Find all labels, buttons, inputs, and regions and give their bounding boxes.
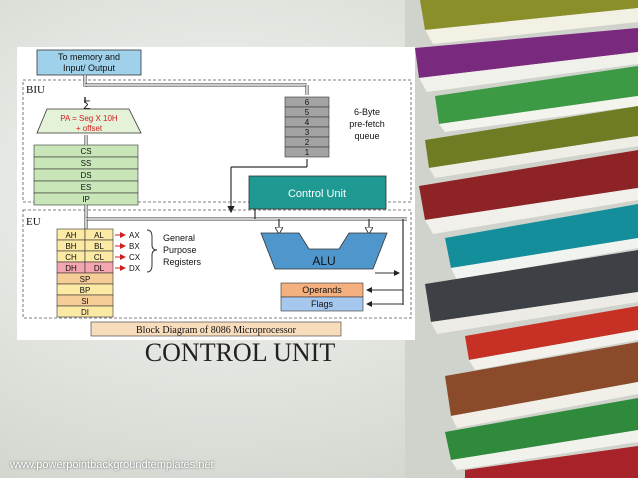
biu-label: BIU (26, 84, 45, 96)
address-adder (36, 108, 142, 134)
memory-io-line1: To memory and (58, 52, 120, 62)
register-di: DI (81, 308, 89, 317)
gp-label-line1: General (163, 233, 195, 243)
block-diagram: To memory and Input/ Output BIU Σ PA = S… (17, 47, 415, 340)
flags-label: Flags (311, 299, 334, 309)
gp-label-line3: Registers (163, 257, 202, 267)
register-ch: CH (65, 253, 77, 262)
register-sp: SP (80, 275, 91, 284)
control-unit-label: Control Unit (288, 188, 346, 200)
adder-offset: + offset (76, 124, 103, 133)
register-bh: BH (65, 242, 76, 251)
queue-cell-3: 3 (305, 128, 310, 137)
alu-label: ALU (312, 254, 335, 268)
register-si: SI (81, 297, 89, 306)
book-stack-image (405, 0, 638, 478)
slide-title: CONTROL UNIT (144, 338, 336, 367)
gp-label-line2: Purpose (163, 245, 197, 255)
footer-url: www.powerpointbackgroundtemplates.net (10, 459, 214, 471)
queue-label-line2: pre-fetch (349, 119, 385, 129)
register-cs-label: CS (80, 147, 91, 156)
register-cx: CX (129, 253, 141, 262)
memory-io-line2: Input/ Output (63, 63, 116, 73)
operands-label: Operands (302, 285, 342, 295)
register-bx: BX (129, 242, 140, 251)
queue-cell-4: 4 (305, 118, 310, 127)
queue-label-line3: queue (354, 131, 379, 141)
register-dx: DX (129, 264, 141, 273)
prefetch-queue: 6 5 4 3 2 1 (284, 96, 330, 158)
caption-box (90, 321, 342, 337)
queue-cell-1: 1 (305, 148, 310, 157)
eu-region (22, 209, 412, 319)
register-ax: AX (129, 231, 140, 240)
register-brace (146, 229, 158, 273)
pointer-index-registers: SP BP SI DI (56, 272, 114, 318)
register-ah: AH (65, 231, 76, 240)
eu-label: EU (26, 216, 41, 228)
queue-cell-2: 2 (305, 138, 310, 147)
register-ip-label: IP (82, 195, 90, 204)
alu-block (260, 232, 388, 270)
control-unit-box (248, 175, 387, 210)
segment-registers: CS SS DS ES IP (33, 144, 139, 206)
register-cl: CL (94, 253, 105, 262)
register-ds-label: DS (80, 171, 91, 180)
register-bp: BP (80, 286, 91, 295)
register-dl: DL (94, 264, 105, 273)
diagram-caption: Block Diagram of 8086 Microprocessor (136, 325, 297, 336)
flags-box (280, 296, 364, 312)
register-ss-label: SS (81, 159, 92, 168)
queue-cell-6: 6 (305, 98, 310, 107)
adder-formula: PA = Seg X 10H (60, 114, 118, 123)
register-dh: DH (65, 264, 77, 273)
sigma-symbol: Σ (83, 98, 90, 112)
register-al: AL (94, 231, 104, 240)
queue-label-line1: 6-Byte (354, 107, 380, 117)
queue-cell-5: 5 (305, 108, 310, 117)
memory-io-box (36, 49, 142, 76)
general-purpose-registers: AH AL BH BL CH CL DH DL (56, 228, 114, 274)
register-es-label: ES (81, 183, 92, 192)
register-bl: BL (94, 242, 104, 251)
